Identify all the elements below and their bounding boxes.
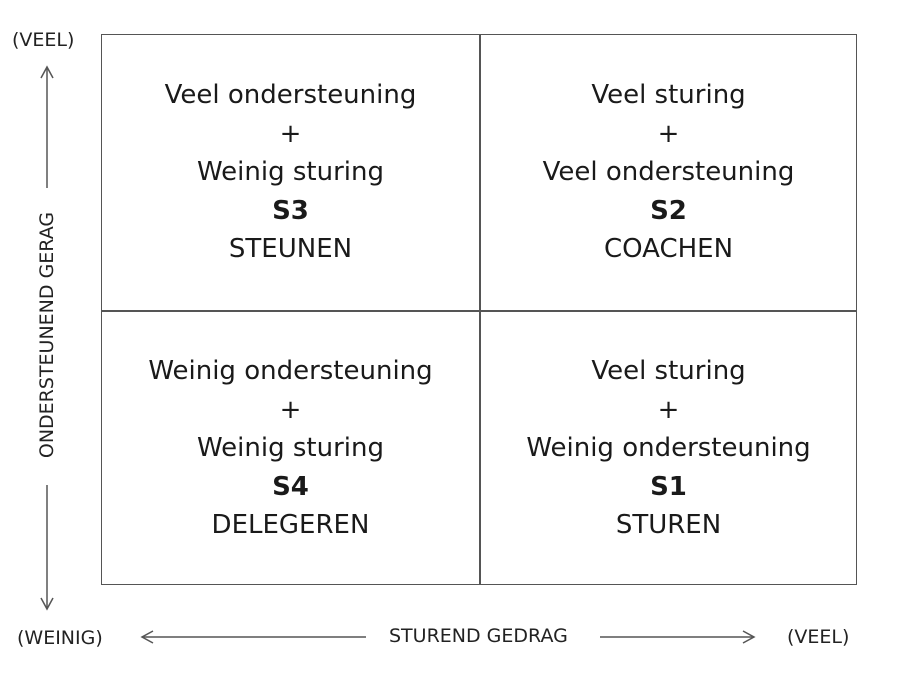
quadrant-code: S1 xyxy=(650,471,687,502)
quadrant-plus: + xyxy=(657,394,680,425)
x-axis-title: STUREND GEDRAG xyxy=(389,625,568,647)
x-axis-right-arrow xyxy=(600,630,756,644)
quadrant-style: DELEGEREN xyxy=(211,510,370,541)
quadrant-line2: Weinig sturing xyxy=(197,157,384,188)
quadrant-line1: Weinig ondersteuning xyxy=(148,356,433,387)
quadrant-code: S2 xyxy=(650,195,687,226)
y-axis-top-label: (VEEL) xyxy=(12,29,75,51)
quadrant-line2: Weinig ondersteuning xyxy=(526,433,811,464)
y-axis-title: ONDERSTEUNEND GERAG xyxy=(36,211,58,459)
x-axis-right-label: (VEEL) xyxy=(787,626,850,648)
horizontal-divider xyxy=(102,310,856,312)
quadrant-s2: Veel sturing + Veel ondersteuning S2 COA… xyxy=(480,35,857,310)
quadrant-plus: + xyxy=(279,118,302,149)
y-axis-up-arrow xyxy=(40,65,54,188)
quadrant-code: S3 xyxy=(272,195,309,226)
quadrant-style: STEUNEN xyxy=(228,234,353,265)
y-axis-bottom-label: (WEINIG) xyxy=(17,627,103,649)
quadrant-style: STUREN xyxy=(615,510,722,541)
quadrant-line1: Veel ondersteuning xyxy=(164,80,417,111)
quadrant-line2: Veel ondersteuning xyxy=(542,157,795,188)
quadrant-plus: + xyxy=(279,394,302,425)
quadrant-code: S4 xyxy=(272,471,309,502)
quadrant-plus: + xyxy=(657,118,680,149)
x-axis-left-arrow xyxy=(140,630,366,644)
quadrant-s1: Veel sturing + Weinig ondersteuning S1 S… xyxy=(480,311,857,586)
quadrant-line2: Weinig sturing xyxy=(197,433,384,464)
quadrant-s3: Veel ondersteuning + Weinig sturing S3 S… xyxy=(102,35,479,310)
situational-leadership-grid: Veel ondersteuning + Weinig sturing S3 S… xyxy=(101,34,857,585)
quadrant-line1: Veel sturing xyxy=(591,80,746,111)
quadrant-line1: Veel sturing xyxy=(591,356,746,387)
quadrant-s4: Weinig ondersteuning + Weinig sturing S4… xyxy=(102,311,479,586)
vertical-divider xyxy=(479,35,481,584)
quadrant-style: COACHEN xyxy=(603,234,734,265)
y-axis-down-arrow xyxy=(40,485,54,611)
